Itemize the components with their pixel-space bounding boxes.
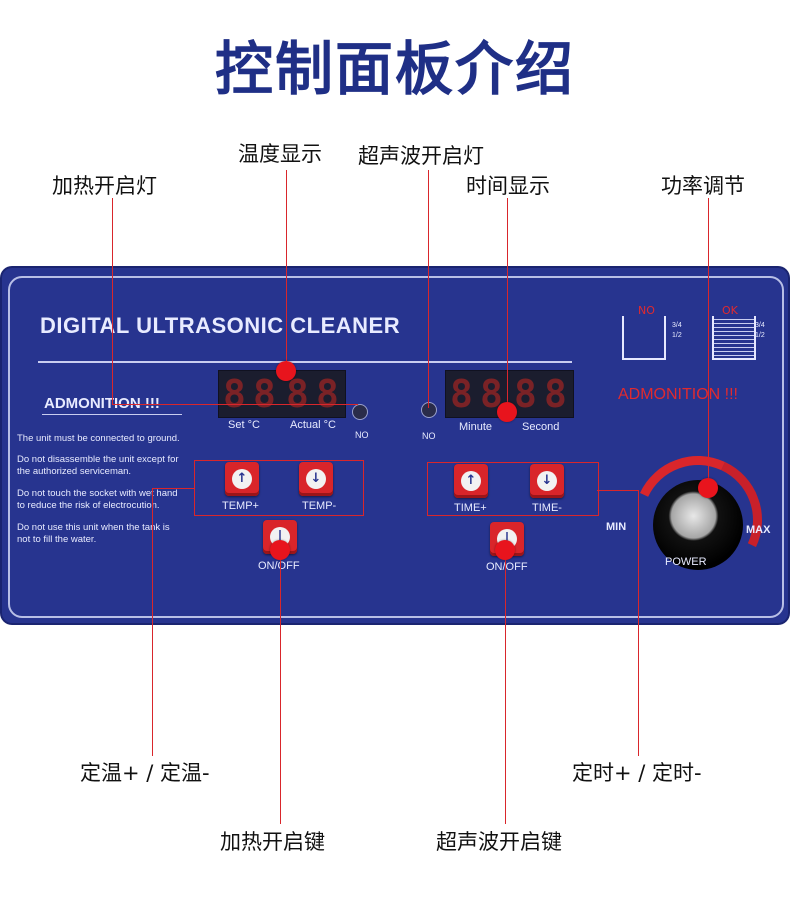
max-label: MAX — [746, 524, 771, 536]
leader-time-display — [507, 198, 508, 410]
admonition-right: ADMONITION !!! — [618, 386, 738, 403]
tank-no-icon — [622, 316, 666, 360]
label-timer-plus-minus: 定时+ / 定时- — [572, 761, 702, 785]
temp-plus-label: TEMP+ — [222, 500, 259, 512]
time-button-group-outline — [427, 462, 599, 516]
arrow-up-icon: ↑ — [461, 471, 481, 491]
time-minus-button[interactable]: ↓ — [530, 464, 564, 498]
leader-temp-buttons — [152, 488, 153, 756]
leader-time-buttons-h — [597, 490, 638, 491]
label-temp-plus-minus: 定温+ / 定温- — [80, 761, 210, 785]
temp-digit: 8 — [286, 372, 309, 416]
leader-power-adjust — [708, 198, 709, 488]
temp-minus-label: TEMP- — [302, 500, 337, 512]
note-4: Do not use this unit when the tank is no… — [17, 522, 170, 545]
brand-underline — [38, 361, 572, 363]
temp-digit: 8 — [253, 372, 276, 416]
label-ultrasonic-key: 超声波开启键 — [436, 830, 562, 854]
leader-temp-buttons-h — [152, 488, 194, 489]
temp-button-group-outline — [194, 460, 364, 516]
arrow-down-icon: ↓ — [537, 471, 557, 491]
time-digit: 8 — [544, 372, 567, 416]
power-label: POWER — [665, 556, 707, 568]
time-digit: 8 — [480, 372, 503, 416]
time-plus-button[interactable]: ↑ — [454, 464, 488, 498]
leader-heating-lamp-h — [112, 404, 358, 405]
temp-digit: 8 — [223, 372, 246, 416]
control-panel: DIGITAL ULTRASONIC CLEANER ADMONITION !!… — [2, 268, 788, 623]
admonition-title: ADMONITION !!! — [44, 395, 160, 412]
note-1: The unit must be connected to ground. — [17, 433, 180, 444]
note-3: Do not touch the socket with wet hand to… — [17, 488, 178, 511]
leader-time-buttons — [638, 490, 639, 756]
heating-indicator-lamp — [352, 404, 368, 420]
admonition-underline — [42, 414, 182, 415]
label-power-adjust: 功率调节 — [661, 174, 745, 198]
temp-digit: 8 — [316, 372, 339, 416]
tank-mark-34: 3/4 — [672, 322, 682, 329]
marker-temp-display — [276, 361, 296, 381]
leader-ultrasonic-lamp — [428, 170, 429, 408]
minute-label: Minute — [459, 421, 493, 433]
tank-mark-34: 3/4 — [755, 322, 765, 329]
brand-title: DIGITAL ULTRASONIC CLEANER — [40, 313, 401, 338]
marker-ultrasonic-key — [495, 540, 515, 560]
time-digit: 8 — [450, 372, 473, 416]
leader-ultrasonic-key — [505, 550, 506, 824]
leader-temp-display — [286, 170, 287, 370]
arrow-up-icon: ↑ — [232, 469, 252, 489]
arrow-down-icon: ↓ — [306, 469, 326, 489]
tank-ok-icon — [712, 316, 756, 360]
actual-temp-label: Actual °C — [290, 419, 336, 431]
second-label: Second — [522, 421, 560, 433]
tank-mark-12: 1/2 — [755, 332, 765, 339]
leader-heating-key — [280, 550, 281, 824]
ultrasonic-indicator-lamp — [421, 402, 437, 418]
leader-heating-lamp — [112, 198, 113, 404]
min-label: MIN — [606, 521, 627, 533]
power-knob[interactable] — [653, 480, 743, 570]
time-minus-label: TIME- — [532, 502, 562, 514]
marker-heating-key — [270, 540, 290, 560]
time-digit: 8 — [514, 372, 537, 416]
label-temp-display: 温度显示 — [238, 142, 322, 166]
tank-no-label: NO — [638, 304, 655, 317]
heating-onoff-label: ON/OFF — [258, 560, 300, 572]
label-heating-lamp: 加热开启灯 — [52, 174, 157, 198]
ultrasonic-no-label: NO — [422, 431, 436, 441]
tank-mark-12: 1/2 — [672, 332, 682, 339]
temp-minus-button[interactable]: ↓ — [299, 462, 333, 496]
set-temp-label: Set °C — [228, 419, 260, 431]
time-display: 8 8 8 8 — [445, 370, 574, 418]
heating-no-label: NO — [355, 430, 369, 440]
panel-border — [8, 276, 784, 618]
ultrasonic-onoff-label: ON/OFF — [486, 561, 528, 573]
marker-power-knob — [698, 478, 718, 498]
label-time-display: 时间显示 — [466, 174, 550, 198]
marker-time-display — [497, 402, 517, 422]
tank-ok-label: OK — [722, 304, 738, 317]
page-title: 控制面板介绍 — [214, 35, 575, 103]
time-plus-label: TIME+ — [454, 502, 487, 514]
temperature-display: 8 8 8 8 — [218, 370, 346, 418]
label-heating-key: 加热开启键 — [220, 830, 325, 854]
label-ultrasonic-lamp: 超声波开启灯 — [358, 144, 484, 168]
note-2: Do not disassemble the unit except for t… — [17, 454, 179, 477]
temp-plus-button[interactable]: ↑ — [225, 462, 259, 496]
